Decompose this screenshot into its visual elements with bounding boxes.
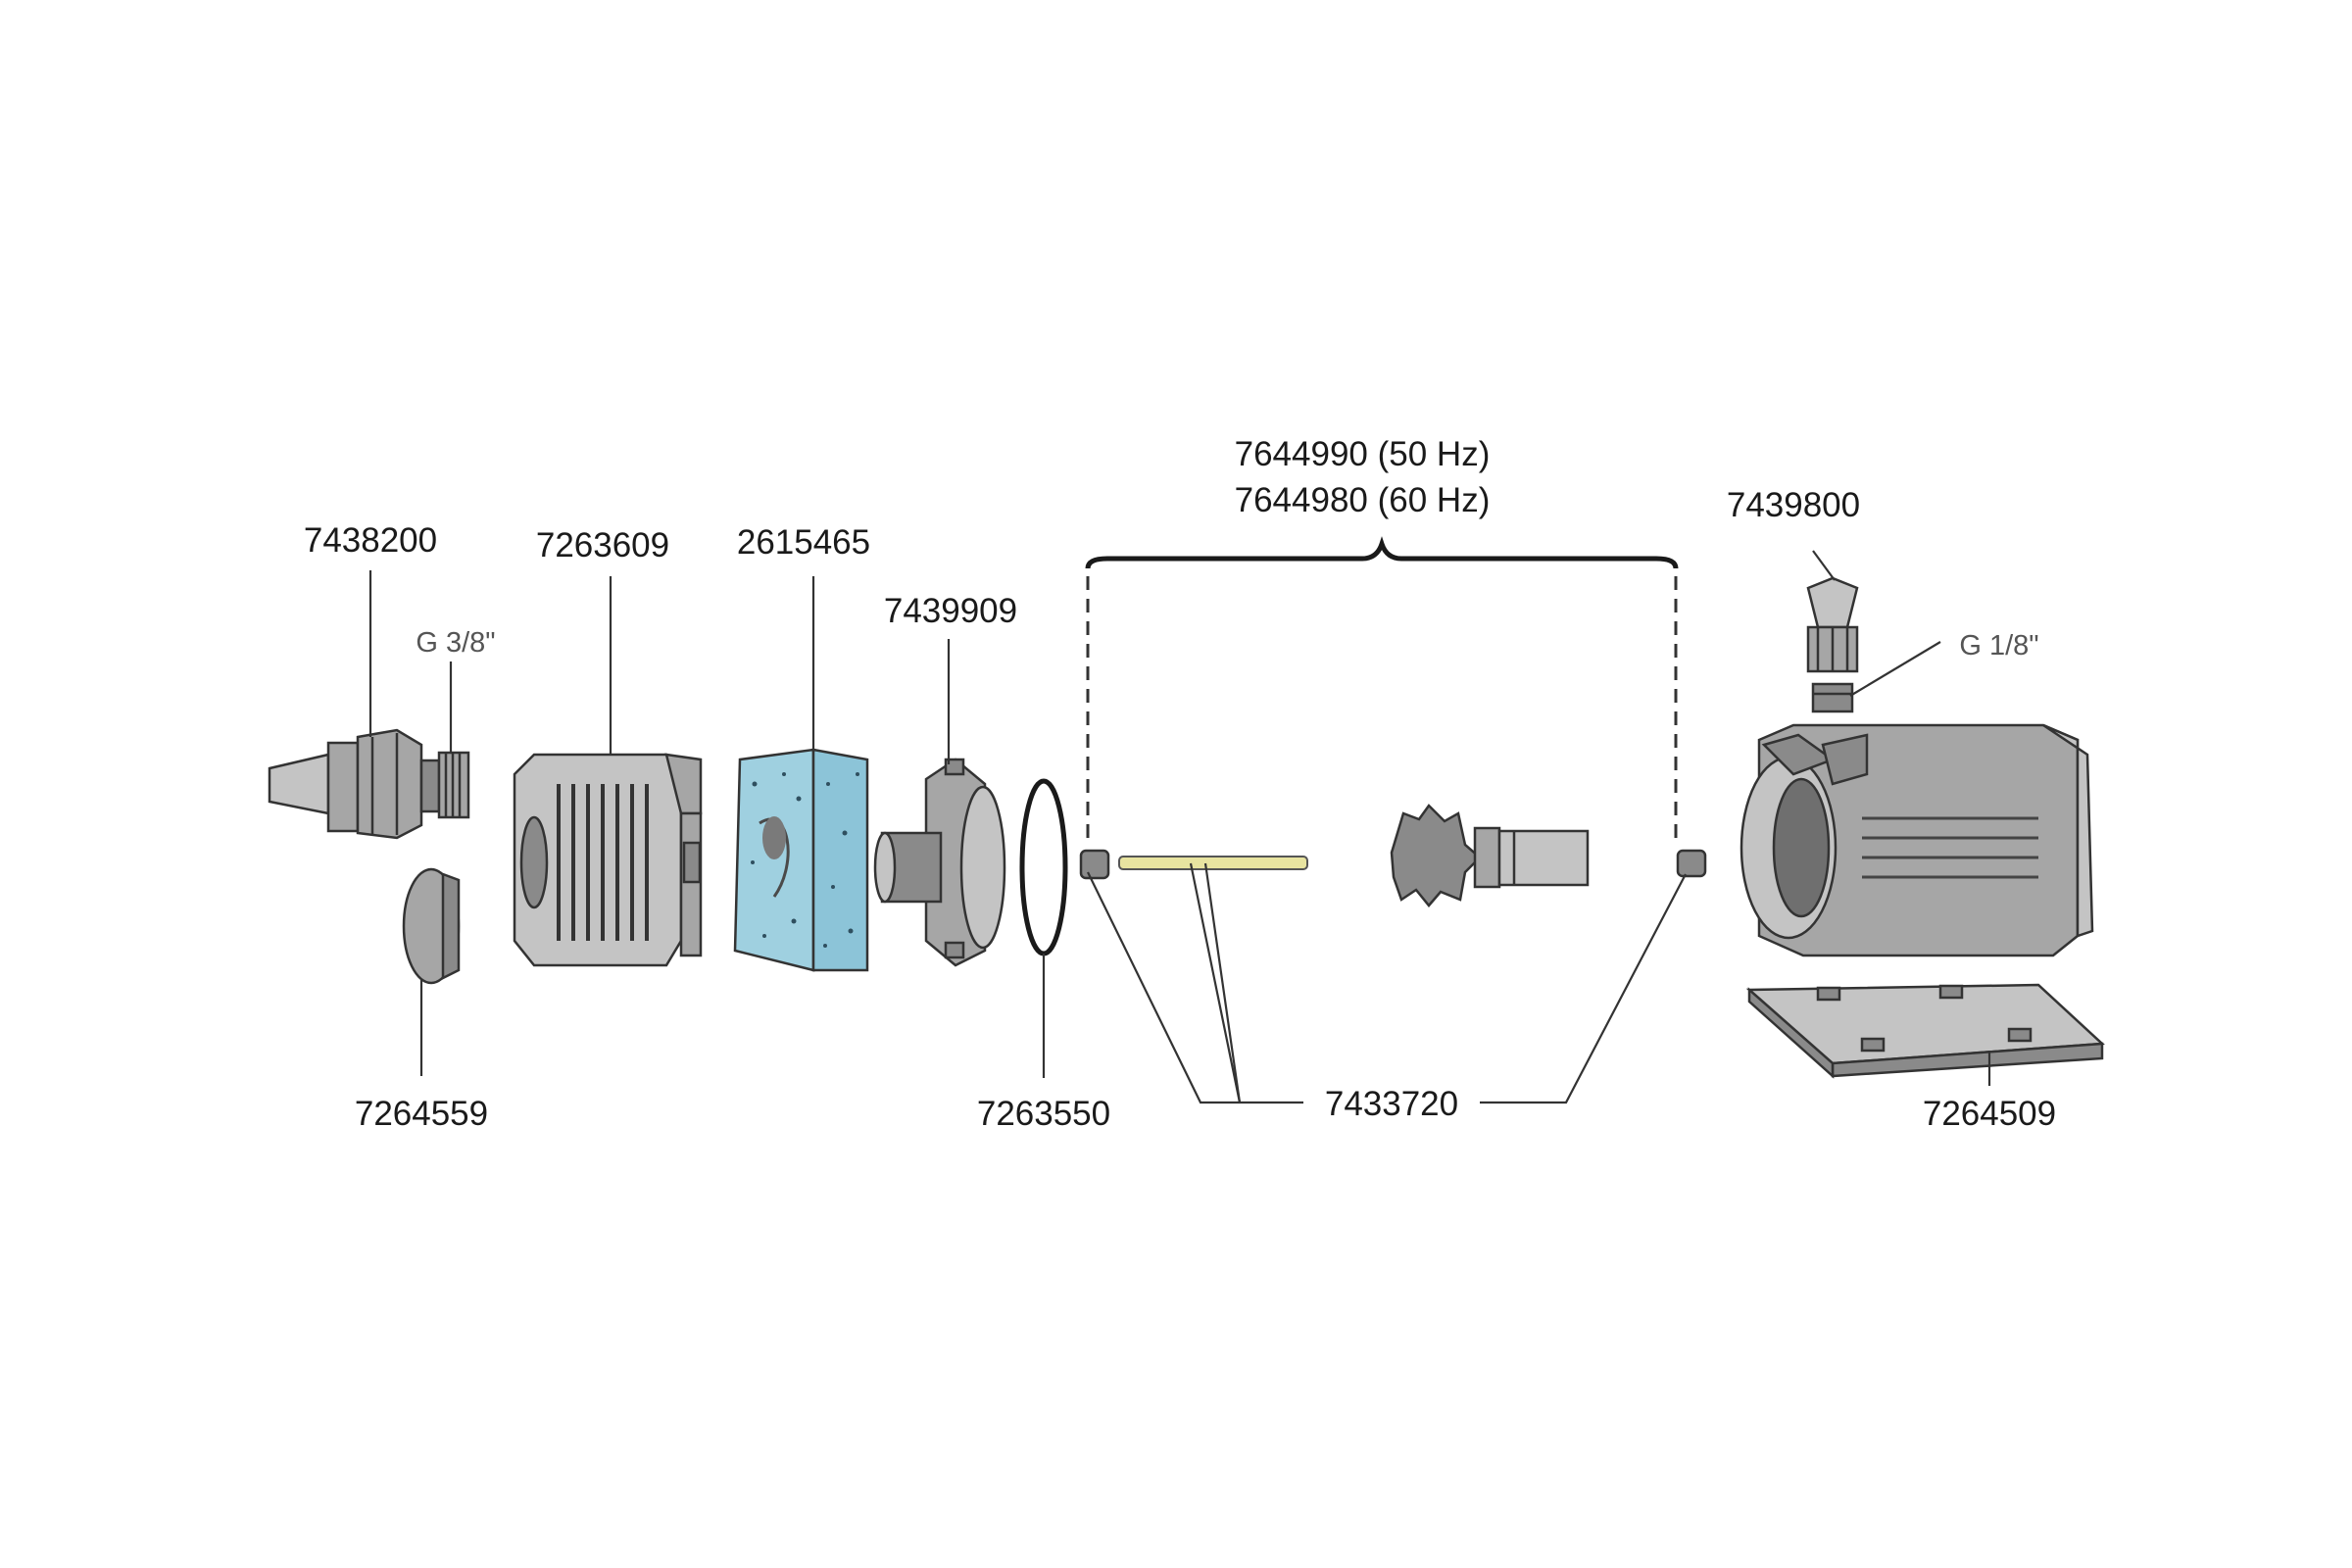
shaft-part — [1118, 856, 1308, 870]
air-nozzle-part — [1806, 576, 1859, 713]
motor-housing-part — [1740, 723, 2094, 957]
motor-fins — [1862, 816, 2038, 879]
leader-shaft — [1189, 862, 1242, 1103]
filter-housing-slots — [557, 784, 649, 941]
leader-shaft-b — [1203, 862, 1242, 1103]
leader-thread-air — [1849, 641, 1941, 697]
label-bearing-shaft-set: 7433720 — [1325, 1085, 1458, 1123]
cap-part — [402, 867, 461, 985]
impeller-part — [1390, 804, 1590, 907]
bearing-right-part — [1676, 849, 1707, 878]
label-o-ring: 7263550 — [977, 1095, 1110, 1133]
pump-cover-part — [873, 758, 1006, 967]
o-ring-part — [1019, 778, 1068, 956]
label-thread-outlet: G 3/8" — [416, 627, 495, 659]
label-impeller-60hz: 7644980 (60 Hz) — [1235, 481, 1491, 519]
filter-housing-part — [513, 753, 703, 967]
base-plate-part — [1745, 983, 2105, 1079]
leader-bearing-right — [1480, 873, 1687, 1104]
label-impeller-50hz: 7644990 (50 Hz) — [1235, 435, 1491, 473]
label-pump-cover: 7439909 — [884, 592, 1017, 630]
label-base-plate: 7264509 — [1923, 1095, 2056, 1133]
label-thread-air: G 1/8" — [1959, 630, 2038, 662]
leader-bearing-shaft-set — [1087, 871, 1303, 1104]
label-air-nozzle: 7439800 — [1727, 486, 1860, 524]
leader-air-nozzle — [1812, 550, 1836, 581]
label-filter-housing: 7263609 — [536, 526, 669, 564]
label-filter-sponge: 2615465 — [737, 523, 870, 562]
filter-sponge-part — [733, 748, 869, 972]
impeller-set-bracket — [1085, 536, 1679, 843]
sponge-speckles — [751, 772, 859, 948]
bearing-left-part — [1079, 849, 1110, 880]
label-cap: 7264559 — [355, 1095, 488, 1133]
outlet-connector-part — [268, 728, 470, 840]
label-outlet-connector: 7438200 — [304, 521, 437, 560]
